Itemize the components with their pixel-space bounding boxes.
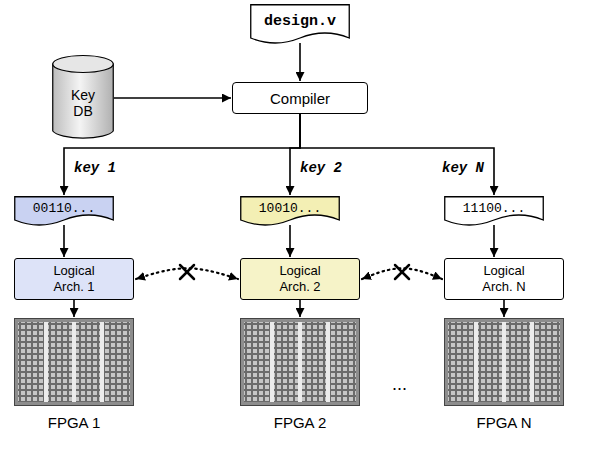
- logic-grid: [18, 322, 130, 402]
- chip-body: [241, 319, 360, 406]
- blocked-mark: [180, 265, 194, 279]
- blocked-link: [362, 268, 442, 279]
- routing-column: [100, 322, 104, 402]
- key-label: key 1: [72, 160, 118, 176]
- routing-column: [298, 322, 302, 402]
- fpga-image: [444, 318, 564, 406]
- blocked-mark: [395, 265, 409, 279]
- logic-grid: [244, 322, 356, 402]
- flow-arrow: [299, 43, 301, 81]
- node-text: design.v: [264, 13, 336, 30]
- routing-column: [326, 322, 330, 402]
- fpga-chip: FPGA 1: [14, 318, 134, 431]
- flow-arrow: [299, 300, 301, 317]
- logical-arch-box: Logical Arch. 1: [14, 258, 134, 300]
- node-text: 11100...: [463, 201, 525, 216]
- key-label: key 2: [298, 160, 344, 176]
- node-text: Logical Arch. 2: [263, 263, 337, 294]
- fpga-image: [240, 318, 360, 406]
- flow-arrow: [63, 225, 65, 257]
- document-shape: [15, 197, 114, 225]
- logic-grid: [448, 322, 560, 402]
- bitstream-file: 11100...: [444, 196, 544, 230]
- cylinder-top: [53, 56, 114, 73]
- document-shape: [445, 197, 544, 225]
- bitstream-file: 00110...: [14, 196, 114, 230]
- logical-arch-box: Logical Arch. N: [444, 258, 564, 300]
- flow-arrow: [114, 97, 231, 99]
- chip-label-holder: FPGA N: [444, 414, 564, 431]
- bitstream-file: 10010...: [240, 196, 340, 230]
- routing-column: [270, 322, 274, 402]
- routing-column: [474, 322, 478, 402]
- fpga-image: [14, 318, 134, 406]
- flow-arrow: [493, 225, 495, 257]
- node-text: Logical Arch. 1: [37, 263, 111, 294]
- chip-body: [445, 319, 564, 406]
- fpga-chip: FPGA N: [444, 318, 564, 431]
- routing-column: [72, 322, 76, 402]
- node-text: Logical Arch. N: [467, 263, 541, 294]
- node-text: FPGA 1: [14, 414, 134, 431]
- source-file: design.v: [250, 4, 350, 48]
- flow-arrow: [73, 300, 75, 317]
- compiler-box: Compiler: [232, 82, 368, 114]
- flow-arrow: [300, 114, 494, 195]
- fpga-chip: FPGA 2: [240, 318, 360, 431]
- flow-arrow: [290, 114, 300, 195]
- routing-column: [44, 322, 48, 402]
- ellipsis-label: ...: [392, 374, 407, 395]
- key-database: Key DB: [52, 55, 114, 140]
- node-text: FPGA 2: [240, 414, 360, 431]
- node-text: Key DB: [64, 87, 102, 119]
- node-text: FPGA N: [444, 414, 564, 431]
- routing-column: [530, 322, 534, 402]
- key-label: key N: [440, 160, 486, 176]
- chip-body: [15, 319, 134, 406]
- blocked-link: [136, 268, 238, 279]
- flow-arrow: [289, 225, 291, 257]
- routing-column: [502, 322, 506, 402]
- logical-arch-box: Logical Arch. 2: [240, 258, 360, 300]
- flow-arrow: [503, 300, 505, 317]
- node-text: Compiler: [270, 90, 330, 107]
- chip-label-holder: FPGA 2: [240, 414, 360, 431]
- chip-label-holder: FPGA 1: [14, 414, 134, 431]
- node-text: 00110...: [33, 201, 95, 216]
- document-shape: [241, 197, 340, 225]
- node-text: 10010...: [259, 201, 321, 216]
- document-shape: [251, 5, 350, 43]
